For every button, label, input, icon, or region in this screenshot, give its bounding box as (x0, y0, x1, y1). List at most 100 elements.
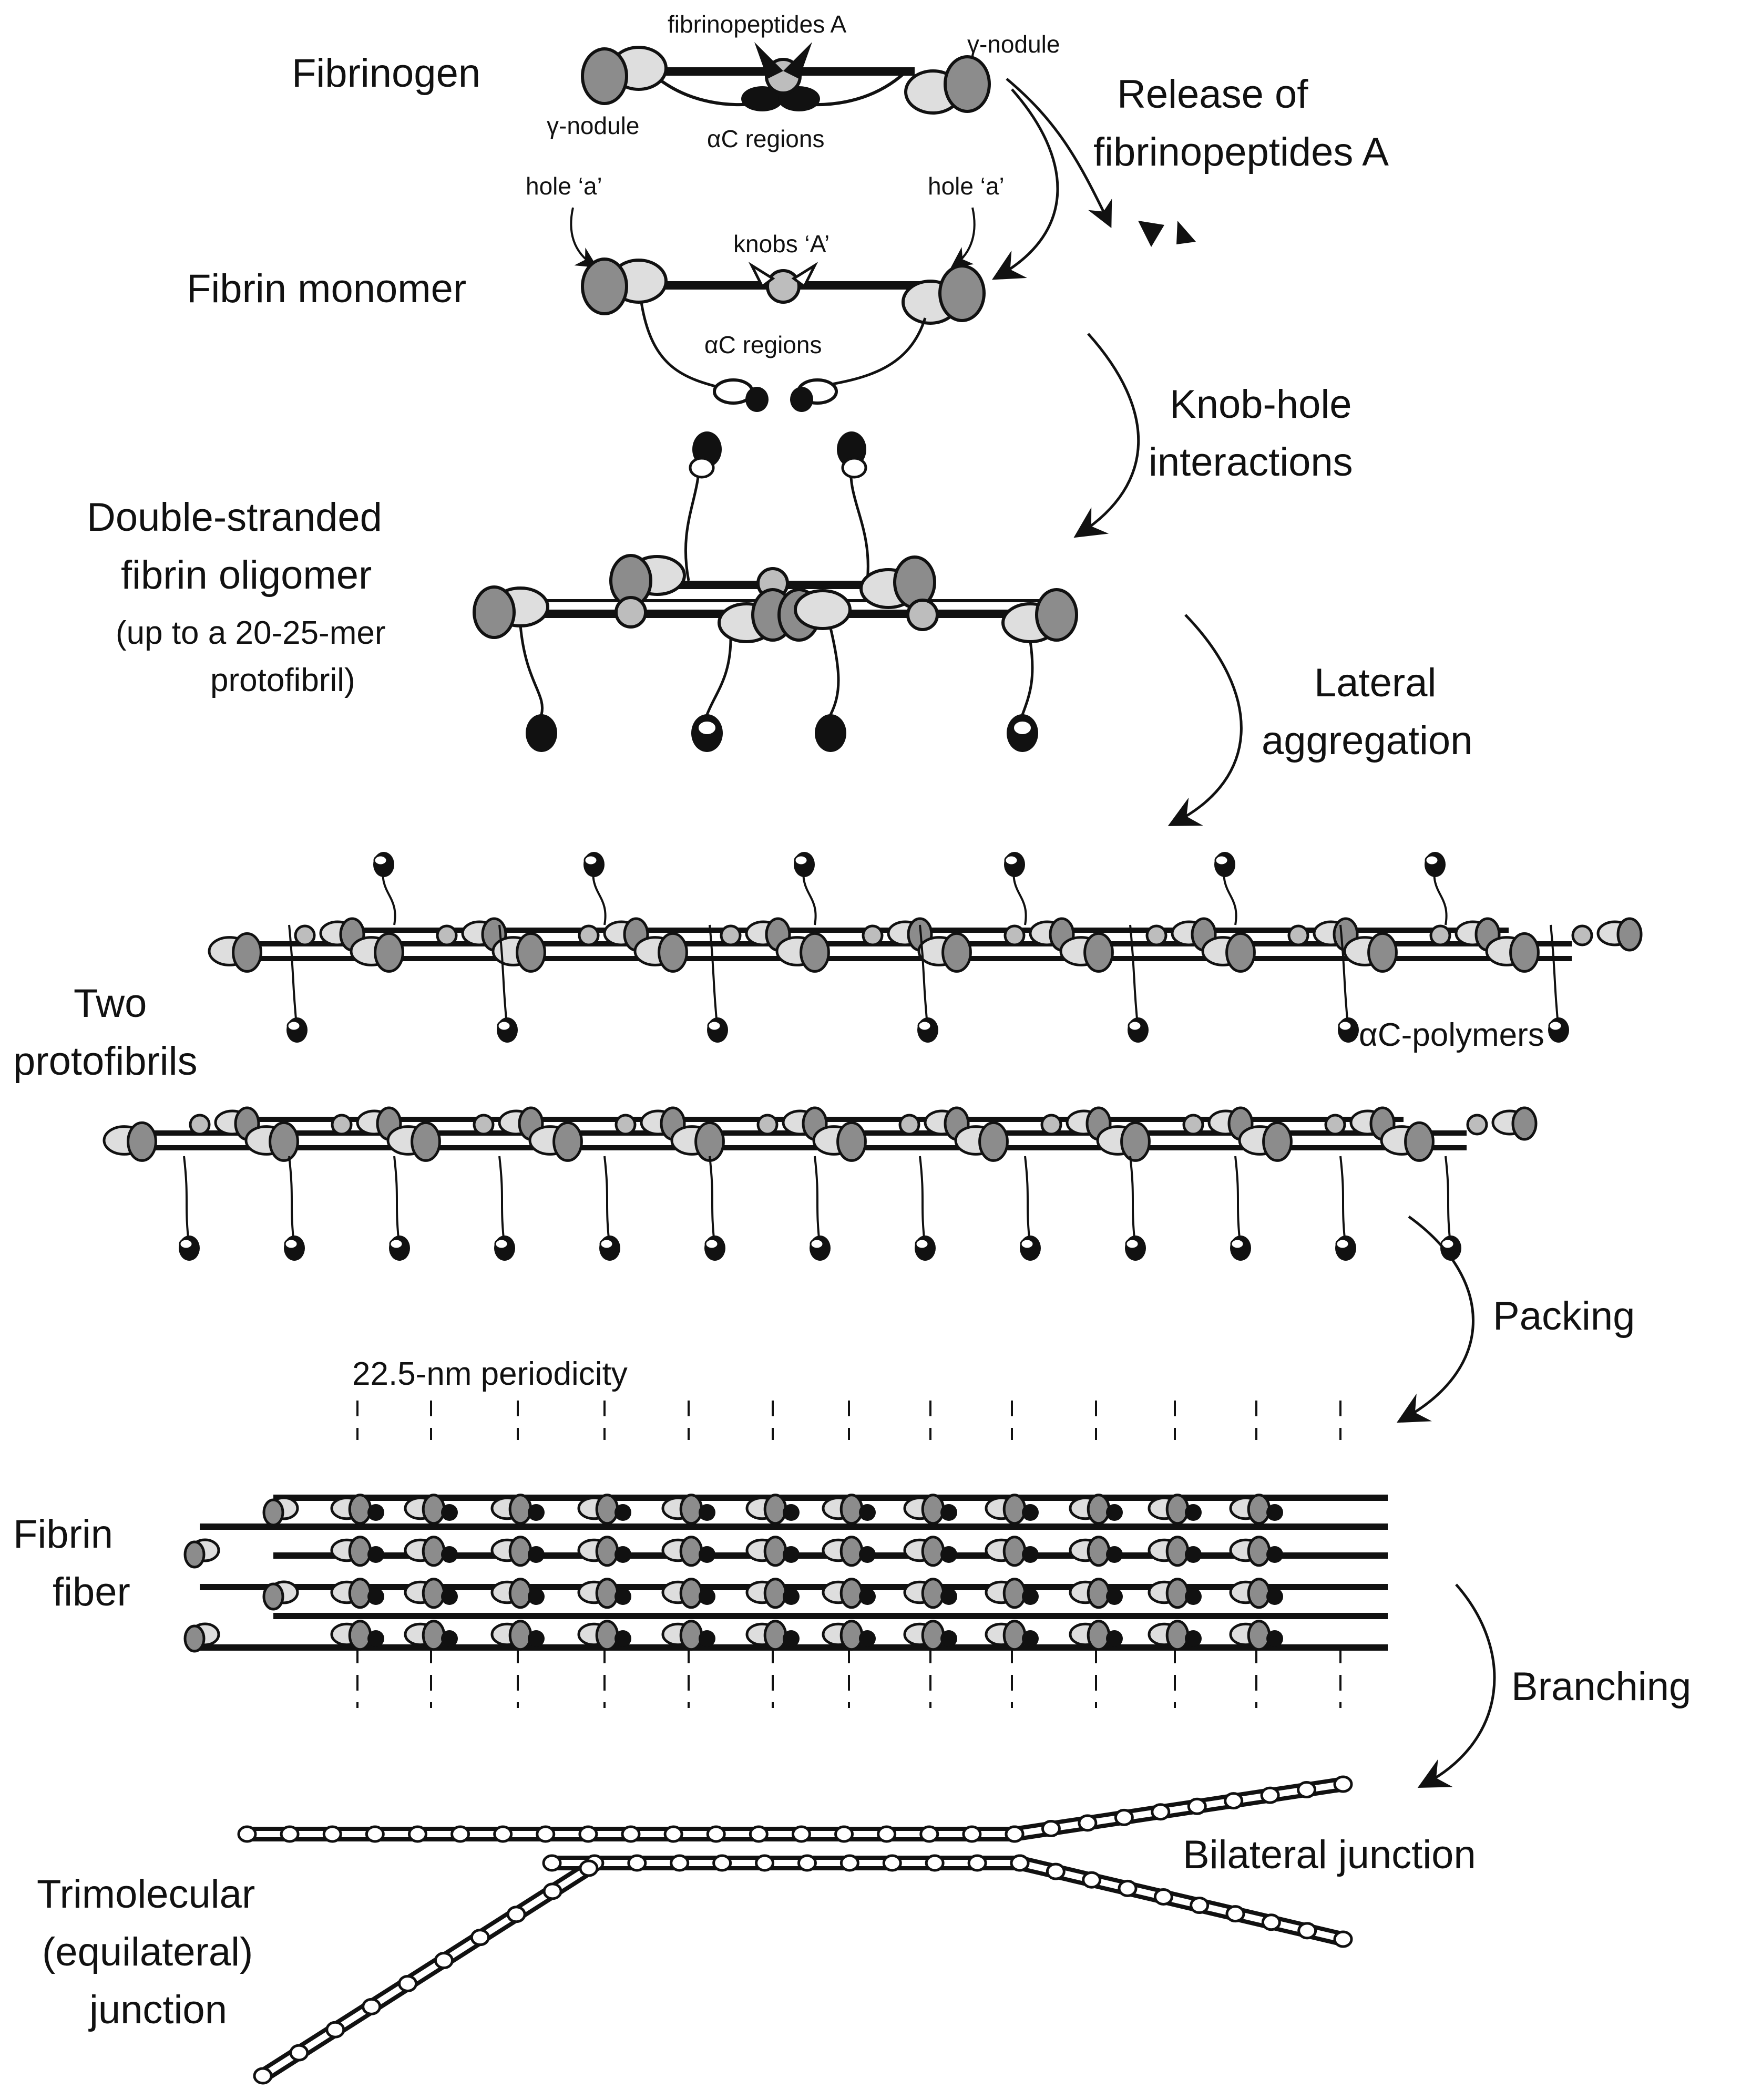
branch-strand (1013, 1777, 1343, 1831)
e-domain-dark (783, 1546, 800, 1563)
branch-node (1297, 1922, 1317, 1940)
e-domain-dark (699, 1504, 715, 1521)
branch-node (578, 1825, 598, 1843)
two-protofibrils-label-line1: Two (74, 981, 147, 1026)
fibrin-rod (121, 1145, 1467, 1150)
e-domain-dark (1185, 1504, 1202, 1521)
ac-region-white (1335, 1238, 1350, 1250)
lateral-label-line2: aggregation (1262, 718, 1472, 763)
oligomer-label-line3: (up to a 20-25-mer (116, 615, 385, 651)
d-domain-dark (941, 932, 972, 973)
e-domain-dark (1022, 1504, 1039, 1521)
e-domain (189, 1114, 211, 1136)
d-domain-dark (516, 932, 546, 973)
d-domain-dark (763, 1578, 787, 1609)
branch-node (627, 1854, 647, 1872)
branch-node (289, 2044, 309, 2062)
d-domain-dark (1120, 1121, 1151, 1162)
fibrinogen-molecule (581, 42, 991, 115)
ac-connector (393, 1156, 401, 1249)
packing-label: Packing (1493, 1294, 1635, 1339)
branch-node (1046, 1862, 1066, 1880)
branching-label: Branching (1511, 1664, 1691, 1709)
ac-connector (1339, 924, 1349, 1031)
d-nodule-right-dark (944, 55, 991, 113)
branch-node (755, 1854, 775, 1872)
e-domain (436, 924, 458, 946)
ac-connector (288, 924, 298, 1031)
d-domain-dark (1002, 1494, 1027, 1525)
ac-connector (814, 1156, 821, 1249)
fiber-end-dark (262, 1582, 284, 1611)
d-domain-dark (422, 1536, 446, 1567)
e-domain-dark (1106, 1504, 1123, 1521)
d-nodule-left-dark (581, 47, 628, 105)
e-domain-dark (859, 1630, 876, 1647)
branch-node (1190, 1897, 1210, 1914)
e-domain-dark (940, 1630, 957, 1647)
branch-node (967, 1854, 987, 1872)
d-domain-dark (836, 1121, 867, 1162)
d-domain-dark (1404, 1121, 1435, 1162)
d-domain-dark (1247, 1578, 1271, 1609)
bilateral-junction-label: Bilateral junction (1183, 1833, 1476, 1877)
ac-region-white (583, 855, 598, 866)
d-domain-dark (1002, 1578, 1027, 1609)
d-domain-dark (658, 932, 688, 973)
ac-polymers-label: αC-polymers (1359, 1017, 1544, 1053)
d-domain-dark (1165, 1494, 1190, 1525)
e-domain-dark (441, 1588, 458, 1605)
e-domain-dark (528, 1504, 545, 1521)
d-domain-dark (1262, 1121, 1293, 1162)
e-domain-dark (1106, 1588, 1123, 1605)
lateral-aggregation-arrow (1168, 614, 1243, 826)
branch-node (1224, 1792, 1244, 1810)
ac-region-white (1214, 855, 1229, 866)
e-domain-dark (367, 1588, 384, 1605)
e-domain-dark (615, 1630, 631, 1647)
branch-node (834, 1825, 854, 1843)
branch-node (1187, 1797, 1207, 1815)
d-domain-dark (839, 1578, 864, 1609)
e-domain-dark (1185, 1546, 1202, 1563)
branch-node (470, 1929, 490, 1947)
branch-node (407, 1825, 427, 1843)
d-domain-dark (1511, 1106, 1538, 1141)
d-domain-dark (1083, 932, 1114, 973)
ac-connector (1339, 1156, 1347, 1249)
double-stranded-oligomer (473, 431, 1078, 752)
e-domain (1429, 924, 1451, 946)
d-domain-dark (1087, 1620, 1111, 1651)
hole-a-right-pointer (950, 207, 976, 268)
d-domain-dark (348, 1536, 372, 1567)
e-domain-dark (367, 1504, 384, 1521)
hole-a-right-label: hole ‘a’ (928, 172, 1005, 200)
e-domain-dark (1106, 1630, 1123, 1647)
e-domain (766, 269, 801, 304)
d-domain-dark (127, 1121, 157, 1162)
branch-node (237, 1825, 257, 1843)
trimolecular-label-line2: (equilateral) (42, 1930, 253, 1974)
e-domain (1466, 1114, 1488, 1136)
hole-a-left-pointer (570, 207, 598, 268)
d-domain-dark (595, 1578, 619, 1609)
ac-region-white (284, 1238, 299, 1250)
gamma-nodule-right-label: γ-nodule (967, 30, 1060, 58)
ac-connector (498, 1156, 506, 1249)
e-domain (1003, 924, 1026, 946)
d-domain-dark (839, 1536, 864, 1567)
ac-region-white (915, 1238, 929, 1250)
branch-node (1118, 1879, 1138, 1897)
branch-node (712, 1854, 732, 1872)
d-domain-dark (269, 1121, 299, 1162)
trimolecular-label-line1: Trimolecular (37, 1872, 255, 1917)
e-domain (1040, 1114, 1062, 1136)
branch-node (1114, 1808, 1134, 1826)
ac-region-white (1425, 855, 1439, 866)
d-domain-dark (411, 1121, 441, 1162)
branch-node (325, 2021, 345, 2039)
e-domain-dark (859, 1504, 876, 1521)
d-domain-dark (679, 1536, 703, 1567)
e-domain-dark (859, 1546, 876, 1563)
